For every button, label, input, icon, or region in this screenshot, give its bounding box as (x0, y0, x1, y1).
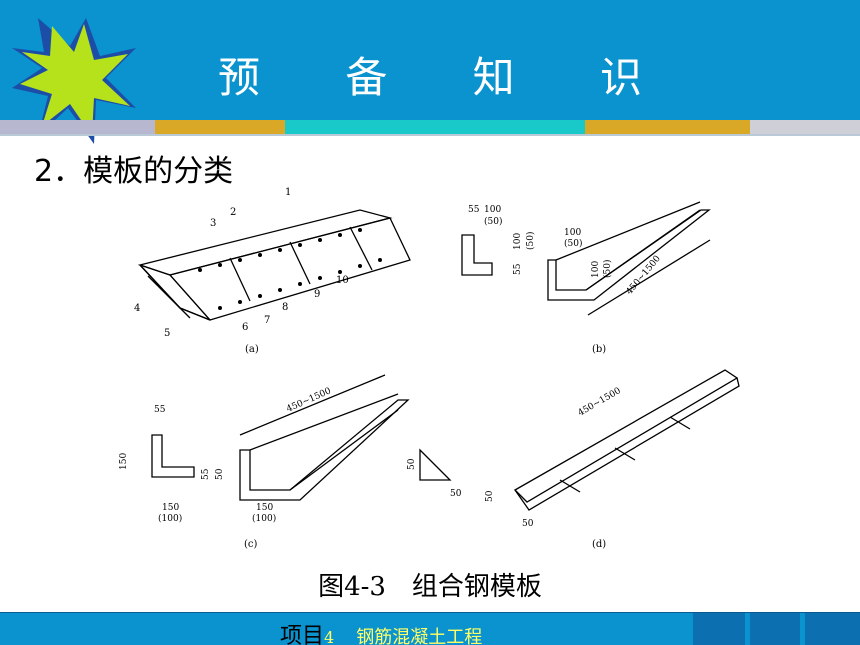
divider (0, 134, 860, 136)
dimension-label: 55 (513, 263, 523, 275)
part-number-label: 8 (282, 302, 288, 313)
dimension-label: (50) (484, 216, 502, 227)
part-number-label: 3 (210, 218, 216, 229)
section-heading: 2．模板的分类 (34, 154, 234, 189)
dimension-label: 55 (201, 468, 211, 480)
steel-formwork-figure: 1 2 3 4 5 6 7 8 9 10 (a) 55 100 (50) 100… (119, 187, 740, 550)
stripe-segment (0, 120, 155, 134)
stripe-segment (585, 120, 750, 134)
dimension-label: 100 (564, 228, 581, 238)
part-number-label: 9 (314, 289, 320, 300)
dimension-label: 150 (162, 503, 179, 513)
dimension-label: (100) (252, 513, 276, 524)
stripe-segment (155, 120, 285, 134)
footer-block (750, 613, 800, 645)
dimension-label: (50) (564, 238, 582, 249)
dimension-label: 450~1500 (577, 386, 623, 419)
part-number-label: 1 (285, 187, 291, 198)
footer-name: 钢筋混凝土工程 (356, 627, 483, 645)
dimension-label: 100 (591, 261, 601, 278)
dimension-label: 150 (119, 453, 129, 470)
footer-block (805, 613, 860, 645)
dimension-label: 50 (215, 468, 225, 480)
dimension-label: 100 (484, 205, 501, 215)
dimension-label: 50 (522, 519, 534, 529)
dimension-label: 50 (407, 458, 417, 470)
part-number-label: 4 (134, 303, 140, 314)
footer-number: 4 (324, 628, 335, 645)
dimension-label: 55 (154, 405, 166, 415)
dimension-label: 100 (513, 233, 523, 250)
dimension-label: 450~1500 (285, 386, 333, 415)
part-number-label: 10 (336, 275, 349, 286)
asterisk-logo-icon (12, 18, 136, 144)
header-bar (0, 0, 860, 120)
panel-label: (d) (592, 539, 606, 550)
part-number-label: 7 (264, 315, 270, 326)
footer-block (693, 613, 745, 645)
panel-label: (b) (592, 344, 606, 355)
stripe-segment (750, 120, 860, 134)
part-number-label: 6 (242, 322, 248, 333)
part-number-label: 2 (230, 207, 236, 218)
dimension-label: (100) (158, 513, 182, 524)
figure-caption: 图4-3 组合钢模板 (318, 572, 542, 602)
part-number-label: 5 (164, 328, 170, 339)
footer-project-label: 项目4 钢筋混凝土工程 (280, 618, 482, 645)
dimension-label: 150 (256, 503, 273, 513)
panel-label: (a) (245, 344, 259, 355)
stripe-segment (285, 120, 585, 134)
dimension-label: 55 (468, 205, 480, 215)
dimension-label: (50) (525, 232, 536, 250)
footer-prefix: 项目 (280, 624, 325, 645)
dimension-label: 50 (450, 489, 462, 499)
panel-label: (c) (244, 539, 258, 550)
slide-title: 预 备 知 识 (217, 53, 679, 102)
dimension-label: 50 (485, 490, 495, 502)
dimension-label: (50) (602, 260, 613, 278)
